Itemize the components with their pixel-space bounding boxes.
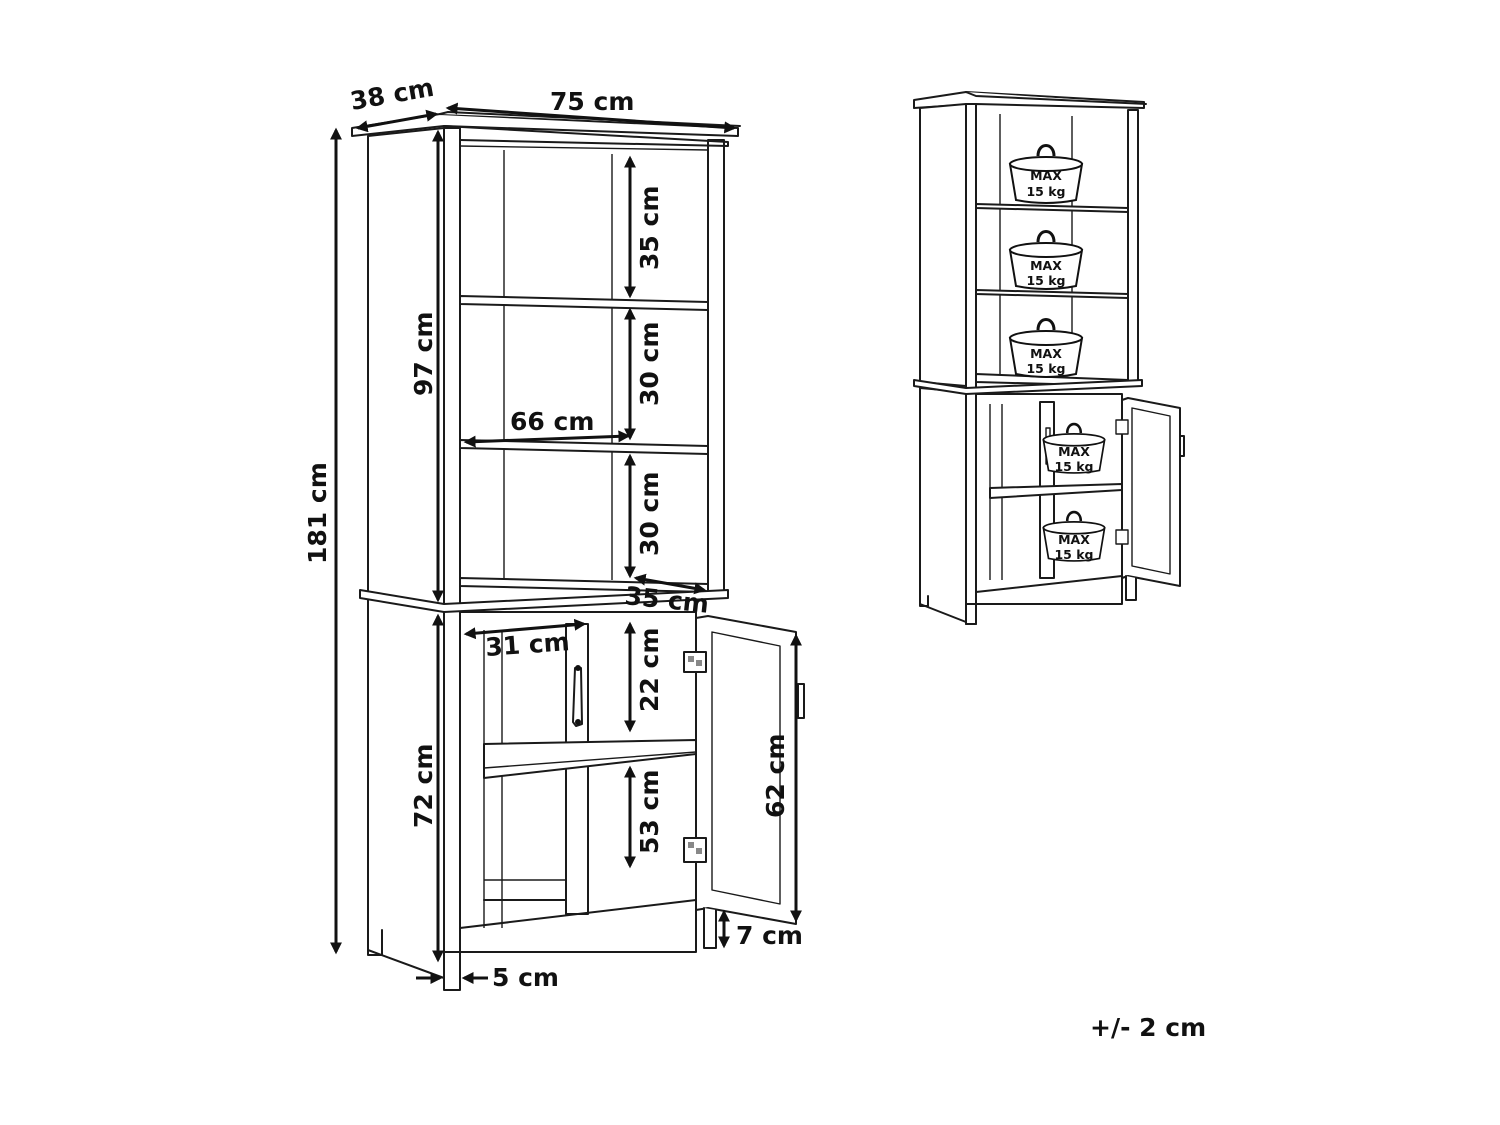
weight-label-max-3: MAX bbox=[1030, 346, 1062, 361]
cabinet-gap-bottom-label: 53 cm bbox=[635, 770, 664, 854]
shelf-gap-mid-label: 30 cm bbox=[635, 322, 664, 406]
weight-label-kg-4: 15 kg bbox=[1054, 459, 1093, 474]
shelf-width-label: 66 cm bbox=[510, 407, 594, 436]
tolerance-note: +/- 2 cm bbox=[1090, 1013, 1206, 1042]
weight-icon: MAX 15 kg bbox=[1042, 422, 1106, 475]
leg-width-label: 5 cm bbox=[492, 963, 559, 992]
width-label: 75 cm bbox=[550, 87, 634, 116]
weight-label-kg-5: 15 kg bbox=[1054, 547, 1093, 562]
handle-icon bbox=[572, 665, 583, 727]
depth-label: 38 cm bbox=[348, 73, 436, 116]
weight-icon: MAX 15 kg bbox=[1042, 510, 1106, 563]
total-height-label: 181 cm bbox=[303, 462, 332, 564]
dimension-lines bbox=[330, 102, 802, 984]
leg-height-label: 7 cm bbox=[736, 921, 803, 950]
cabinet-height-label: 72 cm bbox=[409, 744, 438, 828]
weight-label-max-2: MAX bbox=[1030, 258, 1062, 273]
shelf-gap-top-label: 35 cm bbox=[635, 186, 664, 270]
weight-label-kg-3: 15 kg bbox=[1026, 361, 1065, 376]
weight-label-max-5: MAX bbox=[1058, 532, 1090, 547]
weight-icon: MAX 15 kg bbox=[1008, 318, 1084, 379]
cabinet-width-label: 31 cm bbox=[484, 627, 570, 662]
weight-label-max-1: MAX bbox=[1030, 168, 1062, 183]
cabinet-gap-top-label: 22 cm bbox=[635, 628, 664, 712]
door-height-label: 62 cm bbox=[761, 734, 790, 818]
load-capacity-drawing bbox=[913, 91, 1185, 625]
main-furniture-drawing bbox=[351, 111, 805, 991]
upper-height-label: 97 cm bbox=[409, 312, 438, 396]
weight-icon: MAX 15 kg bbox=[1008, 144, 1084, 205]
weight-label-kg-1: 15 kg bbox=[1026, 184, 1065, 199]
weight-label-kg-2: 15 kg bbox=[1026, 273, 1065, 288]
weight-icon: MAX 15 kg bbox=[1008, 230, 1084, 291]
shelf-gap-low-label: 30 cm bbox=[635, 472, 664, 556]
hinge-icon bbox=[683, 651, 707, 863]
weight-label-max-4: MAX bbox=[1058, 444, 1090, 459]
